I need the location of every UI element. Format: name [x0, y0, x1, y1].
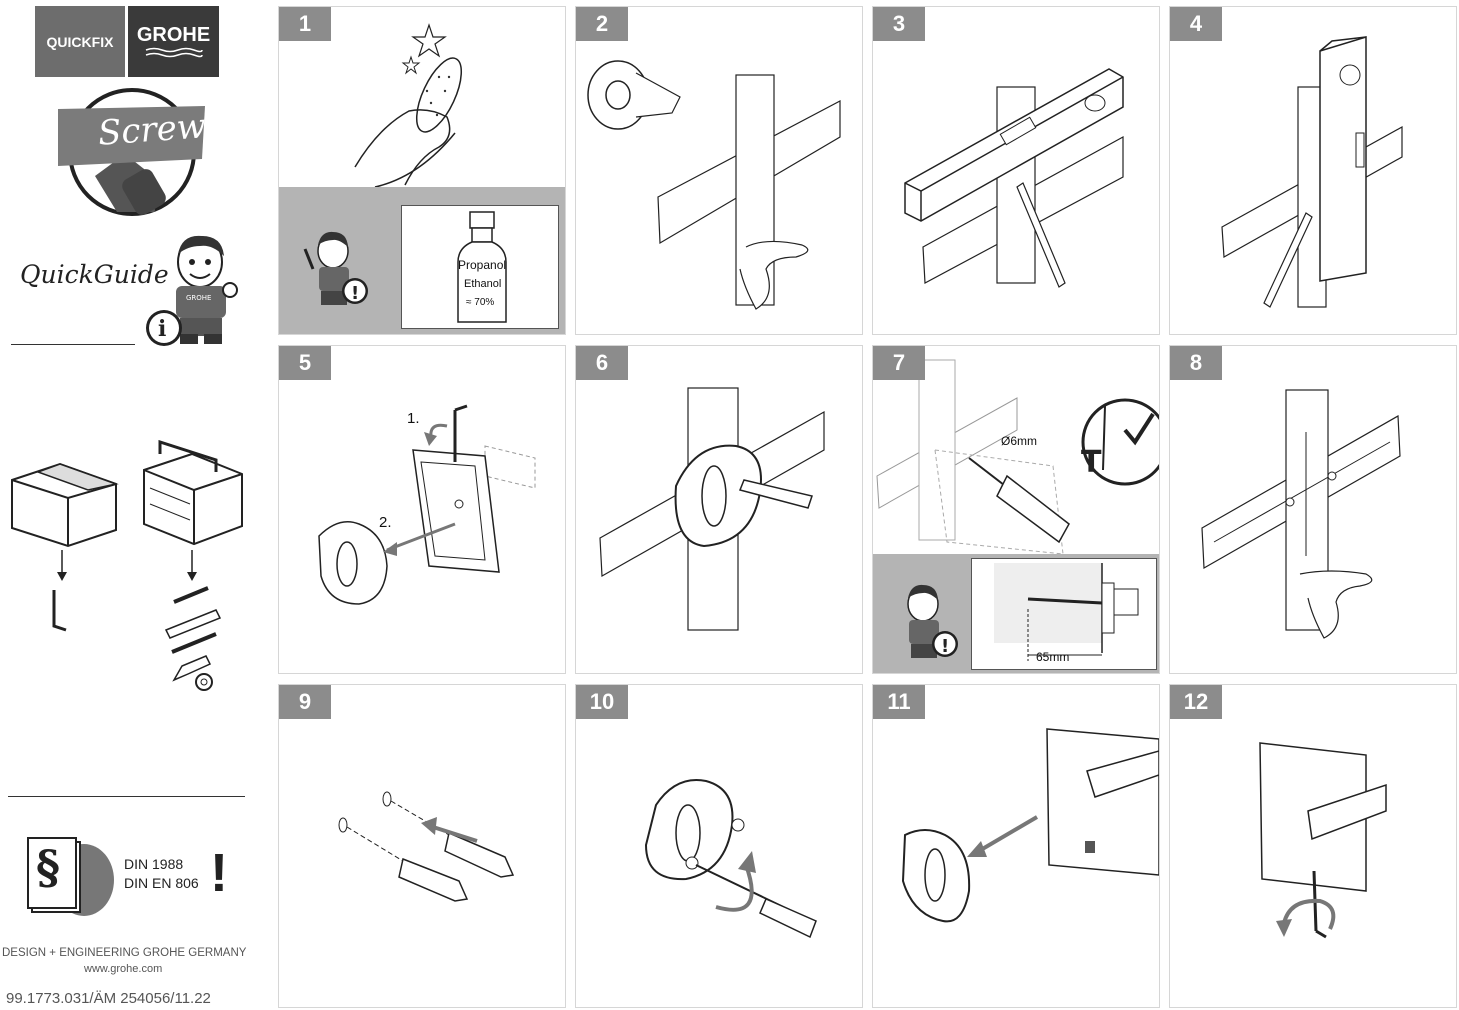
callout-2: 2. — [379, 514, 392, 531]
speech-bubble: Propanol Ethanol ≈ 70% — [401, 205, 559, 329]
step-2-panel: 2 — [575, 6, 863, 335]
step-number-badge: 2 — [576, 7, 628, 41]
vertical-level-illustration — [1221, 35, 1403, 308]
step-5-panel: 5 1. 2. — [278, 345, 566, 674]
step-number-badge: 12 — [1170, 685, 1222, 719]
mark-holes-illustration — [599, 387, 825, 631]
spirit-level-illustration — [904, 68, 1124, 288]
divider-line — [11, 344, 135, 345]
svg-text:i: i — [158, 316, 166, 342]
step-11-panel: 11 — [872, 684, 1160, 1008]
step-1-panel: 1 ! Propanol Ethanol ≈ 70% — [278, 6, 566, 335]
step-3-panel: 3 — [872, 6, 1160, 335]
step-7-panel: T 7 Ø6mm ! 65mm — [872, 345, 1160, 674]
propanol-bottle-icon — [457, 211, 507, 323]
step-12-panel: 12 — [1169, 684, 1457, 1008]
step-number-badge: 1 — [279, 7, 331, 41]
step-7-note: ! 65mm — [873, 554, 1159, 673]
screw-drill-badge — [58, 88, 205, 216]
cleaning-hand-illustration — [354, 23, 463, 188]
paragraph-document-icon — [27, 837, 114, 916]
svg-text:!: ! — [351, 283, 359, 304]
quickfix-logo: QUICKFIX — [35, 6, 125, 77]
bottle-label-percent: ≈ 70% — [466, 297, 495, 308]
hex-key-icon — [52, 590, 67, 632]
mascot-warning-icon: ! — [303, 231, 368, 305]
grohe-logo: GROHE — [128, 6, 219, 77]
step-4-panel: 4 — [1169, 6, 1457, 335]
step-6-panel: 6 — [575, 345, 863, 674]
step-number-badge: 4 — [1170, 7, 1222, 41]
step-10-panel: 10 — [575, 684, 863, 1008]
document-number: 99.1773.031/ÄM 254056/11.22 — [6, 990, 211, 1007]
svg-text:GROHE: GROHE — [186, 294, 211, 302]
screw-bracket-illustration — [644, 779, 817, 939]
step-number-badge: 7 — [873, 346, 925, 380]
bottle-label-ethanol: Ethanol — [464, 278, 502, 290]
arrow-down-icon — [57, 550, 67, 581]
remove-tape-illustration — [1201, 389, 1401, 639]
tools-icon — [164, 586, 222, 691]
insert-dowels-illustration — [338, 791, 515, 902]
tighten-screw-illustration — [1259, 742, 1387, 939]
toolbox-icon — [143, 440, 243, 546]
website: www.grohe.com — [84, 963, 163, 975]
quickguide-title: QuickGuide — [20, 260, 169, 289]
step-9-panel: 9 — [278, 684, 566, 1008]
step-number-badge: 5 — [279, 346, 331, 380]
drill-holes-illustration: T — [876, 359, 1159, 555]
grohe-waves-icon — [145, 47, 203, 58]
drill-depth-label: 65mm — [1036, 650, 1070, 664]
paragraph-symbol: § — [36, 840, 61, 894]
callout-1: 1. — [407, 410, 420, 427]
step-8-panel: 8 — [1169, 345, 1457, 674]
divider-line — [8, 796, 245, 797]
grohe-wordmark: GROHE — [136, 24, 211, 46]
step-number-badge: 11 — [873, 685, 925, 719]
tape-application-illustration — [587, 60, 841, 310]
standard-din-en-806: DIN EN 806 — [124, 875, 199, 891]
step-1-note: ! Propanol Ethanol ≈ 70% — [279, 187, 565, 334]
mascot-info-icon: GROHE i — [146, 235, 238, 346]
mascot-warning-icon: ! — [907, 584, 958, 658]
attach-holder-illustration — [901, 728, 1159, 923]
step-number-badge: 6 — [576, 346, 628, 380]
design-credit: DESIGN + ENGINEERING GROHE GERMANY — [2, 947, 247, 959]
svg-text:!: ! — [941, 636, 949, 657]
remove-bracket-illustration — [318, 404, 536, 605]
standard-din-1988: DIN 1988 — [124, 856, 184, 872]
warning-mark: ! — [210, 843, 228, 903]
step-number-badge: 10 — [576, 685, 628, 719]
step-number-badge: 3 — [873, 7, 925, 41]
screw-label: Screw — [96, 106, 208, 154]
drill-depth-illustration — [994, 563, 1139, 661]
step-number-badge: 8 — [1170, 346, 1222, 380]
step-number-badge: 9 — [279, 685, 331, 719]
bottle-label-propanol: Propanol — [458, 258, 507, 272]
arrow-down-icon — [187, 550, 197, 581]
speech-bubble: 65mm — [971, 558, 1157, 670]
svg-text:T: T — [1081, 445, 1102, 480]
box-icon — [11, 462, 119, 548]
drill-size-label: Ø6mm — [1001, 434, 1037, 448]
